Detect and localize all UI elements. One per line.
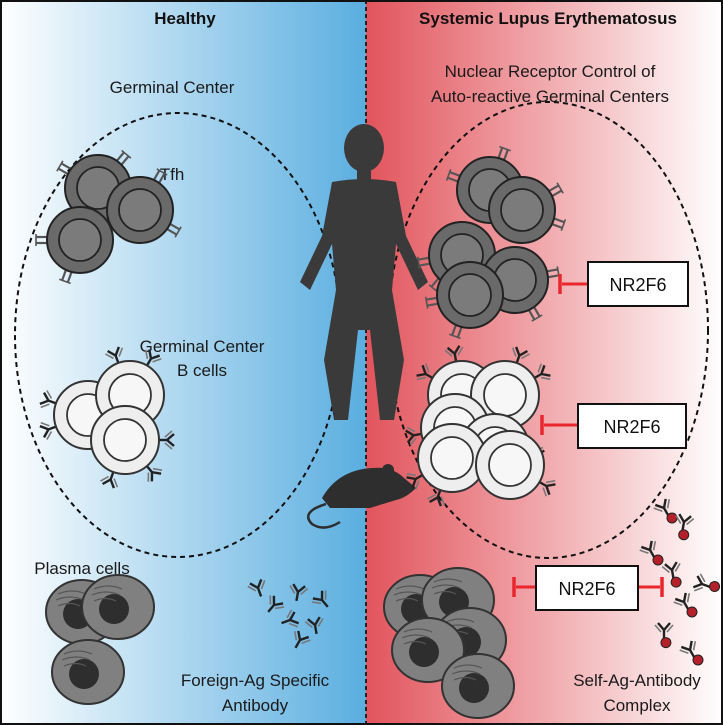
gc-b-cells-label-line2: B cells [177, 361, 227, 380]
nr2f6-label-1: NR2F6 [609, 275, 666, 295]
healthy-title: Healthy [154, 9, 216, 28]
tfh-label: Tfh [160, 165, 185, 184]
nr2f6-label-3: NR2F6 [558, 579, 615, 599]
lupus-title: Systemic Lupus Erythematosus [419, 9, 677, 28]
nr2f6-label-2: NR2F6 [603, 417, 660, 437]
nr2f6-box-3 [535, 565, 639, 611]
self-ab-complex-label-line2: Complex [603, 696, 671, 715]
germinal-center-label: Germinal Center [110, 78, 235, 97]
nuclear-receptor-label-line2: Auto-reactive Germinal Centers [431, 87, 669, 106]
woman-silhouette-icon [300, 124, 428, 420]
mouse-icon [307, 464, 416, 529]
plasma-cells-label: Plasma cells [34, 559, 129, 578]
nuclear-receptor-label-line1: Nuclear Receptor Control of [445, 62, 656, 81]
nr2f6-box-2 [577, 403, 687, 449]
nr2f6-inhibitor-2: NR2F6 [540, 403, 687, 449]
self-ab-complex-label-line1: Self-Ag-Antibody [573, 671, 701, 690]
nr2f6-inhibitor-1: NR2F6 [558, 261, 689, 307]
nr2f6-box-1 [587, 261, 689, 307]
foreign-ab-label-line2: Antibody [222, 696, 289, 715]
nr2f6-inhibitor-3: NR2F6 [512, 565, 664, 611]
foreign-ab-label-line1: Foreign-Ag Specific [181, 671, 330, 690]
gc-b-cells-label-line1: Germinal Center [140, 337, 265, 356]
